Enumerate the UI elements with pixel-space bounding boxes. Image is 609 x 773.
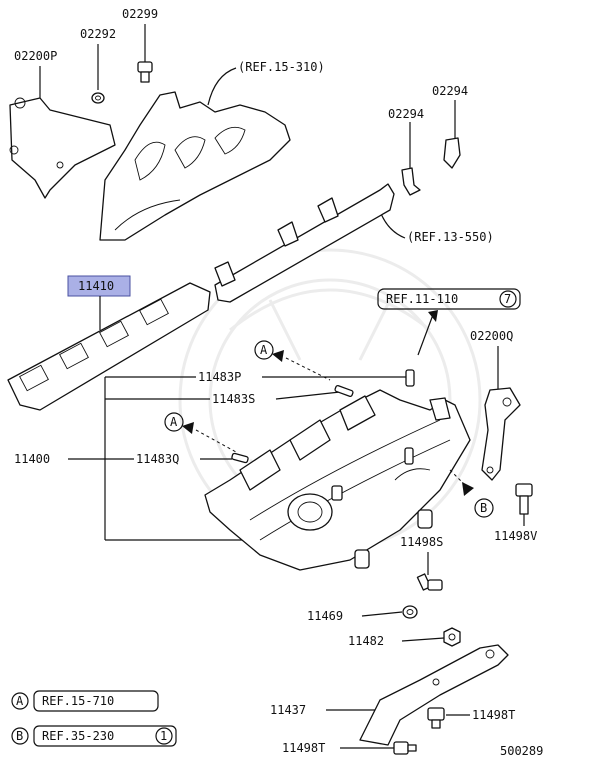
ref-circle-a-upper [254,340,274,360]
label-11483S[interactable]: 11483S [212,392,255,406]
bolt-11498T-bottom [393,741,417,755]
clip-02294-left [401,167,421,196]
label-11400[interactable]: 11400 [14,452,50,466]
label-circle-a-lower: A [170,415,178,429]
ref-circle-b [474,498,494,518]
legend-b-letter: B [16,729,23,743]
label-02200Q[interactable]: 02200Q [470,329,513,343]
arrow-icon [182,422,194,434]
label-ref-11-110-num: 7 [504,292,511,306]
label-11498T-right[interactable]: 11498T [472,708,515,722]
arrow-up-icon [428,310,438,322]
stud-11483Q [231,452,249,464]
label-02200P[interactable]: 02200P [14,49,57,63]
label-02292[interactable]: 02292 [80,27,116,41]
label-11469[interactable]: 11469 [307,609,343,623]
arrow-icon [462,482,474,496]
legend-a-letter: A [16,694,24,708]
stud-11483S [334,385,354,397]
exhaust-manifold-cover [99,91,291,241]
bracket-02200P [9,97,116,199]
label-11482[interactable]: 11482 [348,634,384,648]
legend-a-ref[interactable]: REF.15-710 [42,694,114,708]
legend-a-box [33,690,159,712]
label-11498V[interactable]: 11498V [494,529,537,543]
diagram-id: 500289 [500,744,543,758]
gasket-11410 [7,282,211,411]
nut-11482 [443,627,461,647]
washer-02292 [91,92,105,104]
legend-b-box [33,725,177,747]
label-ref-13-550[interactable]: (REF.13-550) [407,230,494,244]
bolt-11498T-right [427,707,445,729]
label-11410[interactable]: 11410 [78,279,114,293]
label-11498T-bottom[interactable]: 11498T [282,741,325,755]
stay-11437 [359,644,509,746]
legend-circle-b [11,727,29,745]
ref-circle-a-lower [164,412,184,432]
bolt-02299 [137,61,153,83]
ref-11-110-box [377,288,521,310]
arrow-icon [272,350,284,362]
label-11483P[interactable]: 11483P [198,370,241,384]
washer-11469 [402,605,418,619]
label-11483Q[interactable]: 11483Q [136,452,179,466]
bracket-02200Q [481,387,521,481]
label-ref-11-110[interactable]: REF.11-110 [386,292,458,306]
legend-b-circle-num [155,727,173,745]
legend-b-num: 1 [160,729,167,743]
fuel-rail [214,183,395,303]
label-circle-b: B [480,501,487,515]
label-circle-a-upper: A [260,343,268,357]
label-02294-right[interactable]: 02294 [432,84,468,98]
label-02294-left[interactable]: 02294 [388,107,424,121]
label-02299[interactable]: 02299 [122,7,158,21]
legend-b-ref[interactable]: REF.35-230 [42,729,114,743]
legend-circle-a [11,692,29,710]
intake-manifold-11400 [204,389,471,571]
bolt-11498S [416,573,443,591]
ref-11-110-circle [499,290,517,308]
stud-11483P [405,369,415,387]
label-11437[interactable]: 11437 [270,703,306,717]
highlight-11410 [67,275,131,297]
bolt-11498V [515,483,533,515]
label-11498S[interactable]: 11498S [400,535,443,549]
clip-02294-right [443,137,461,169]
label-ref-15-310[interactable]: (REF.15-310) [238,60,325,74]
